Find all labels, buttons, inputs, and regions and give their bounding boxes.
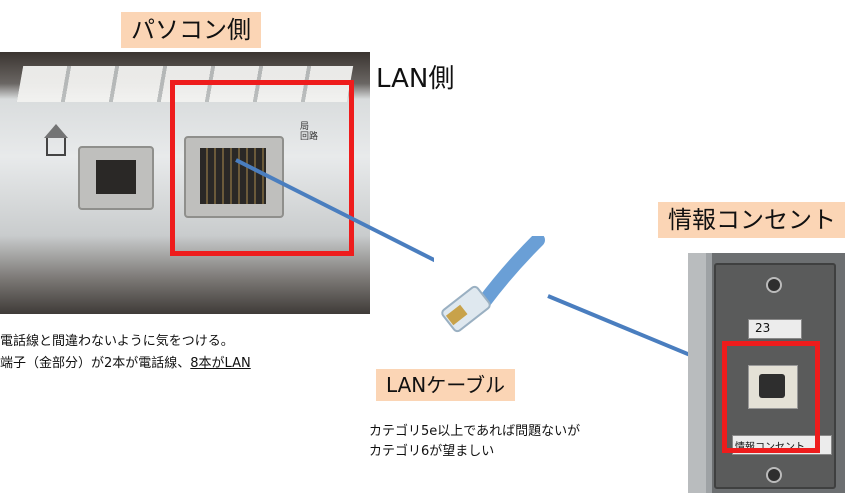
outlet-plate-label: 情報コンセント: [735, 442, 805, 453]
phone-jack: [78, 146, 154, 210]
cable-desc-line-2: カテゴリ6が望ましい: [369, 444, 495, 459]
phone-icon: [46, 138, 66, 156]
lan-cable-drawing: [441, 233, 545, 333]
pc-port-photo: 局 回路: [0, 52, 370, 314]
lan-cable-photo: [434, 233, 546, 350]
lan-port-highlight: [170, 80, 354, 256]
cable-line-left: [235, 158, 451, 270]
pc-port-label: 局 回路: [300, 122, 319, 142]
screw-icon: [766, 277, 782, 293]
note-line-2: 端子（金部分）が2本が電話線、8本がLAN: [0, 352, 251, 371]
cable-desc-line-1: カテゴリ5e以上であれば問題ないが: [369, 424, 581, 439]
note-line-2-underlined: 8本がLAN: [190, 356, 251, 371]
lan-side-label: LAN側: [376, 64, 455, 94]
screw-icon: [766, 467, 782, 483]
outlet-jack: [748, 365, 798, 409]
cable-label: LANケーブル: [376, 369, 516, 401]
phone-icon-roof: [44, 124, 68, 138]
note-line-1: 電話線と間違わないように気をつける。: [0, 334, 234, 349]
outlet-number: 23: [755, 321, 771, 335]
pc-side-label: パソコン側: [121, 12, 261, 48]
outlet-jack-highlight: [722, 341, 820, 453]
outlet-label: 情報コンセント: [658, 202, 845, 238]
note-line-2-prefix: 端子（金部分）が2本が電話線、: [0, 356, 191, 371]
outlet-number-tag: 23: [748, 319, 802, 339]
